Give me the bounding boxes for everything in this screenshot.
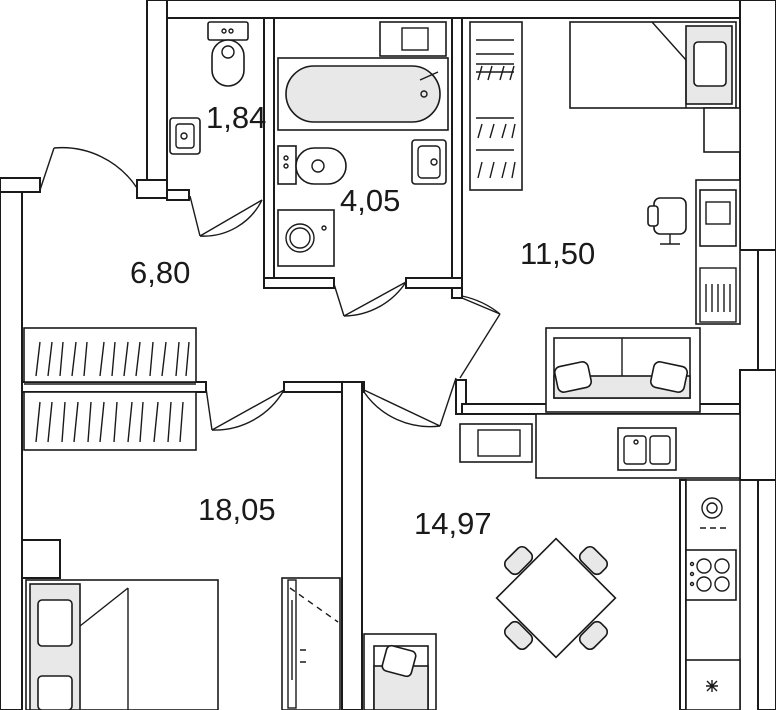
room-area-wc: 1,84 xyxy=(206,100,266,135)
wardrobe-icon xyxy=(281,577,341,710)
fridge-icon xyxy=(685,659,741,710)
washing-machine-icon xyxy=(277,209,335,267)
kitchen-sink-icon xyxy=(617,427,677,471)
nightstand xyxy=(703,107,741,153)
doors xyxy=(39,146,501,431)
microwave xyxy=(700,497,726,529)
armchair xyxy=(363,633,437,710)
room-area-hall: 6,80 xyxy=(130,255,190,290)
sofa-icon xyxy=(545,327,701,413)
bed-icon xyxy=(25,579,219,710)
wardrobe-icon xyxy=(23,327,197,451)
room-area-bedroom-left: 18,05 xyxy=(198,492,276,527)
room-area-bathroom: 4,05 xyxy=(340,183,400,218)
toilet-icon xyxy=(207,21,249,87)
bathroom-shelf xyxy=(379,21,447,57)
toilet-icon xyxy=(277,145,347,185)
dining-table-icon xyxy=(495,537,617,659)
stove-icon xyxy=(685,549,737,601)
chair-icon xyxy=(647,197,687,245)
sink-icon xyxy=(411,139,447,185)
sink-icon xyxy=(169,117,201,155)
bed-icon xyxy=(569,21,737,109)
bathtub-icon xyxy=(277,57,449,131)
room-area-bedroom-right: 11,50 xyxy=(520,236,595,271)
desk-icon xyxy=(695,179,741,325)
room-area-kitchen: 14,97 xyxy=(414,506,492,541)
wardrobe-icon xyxy=(469,21,523,191)
